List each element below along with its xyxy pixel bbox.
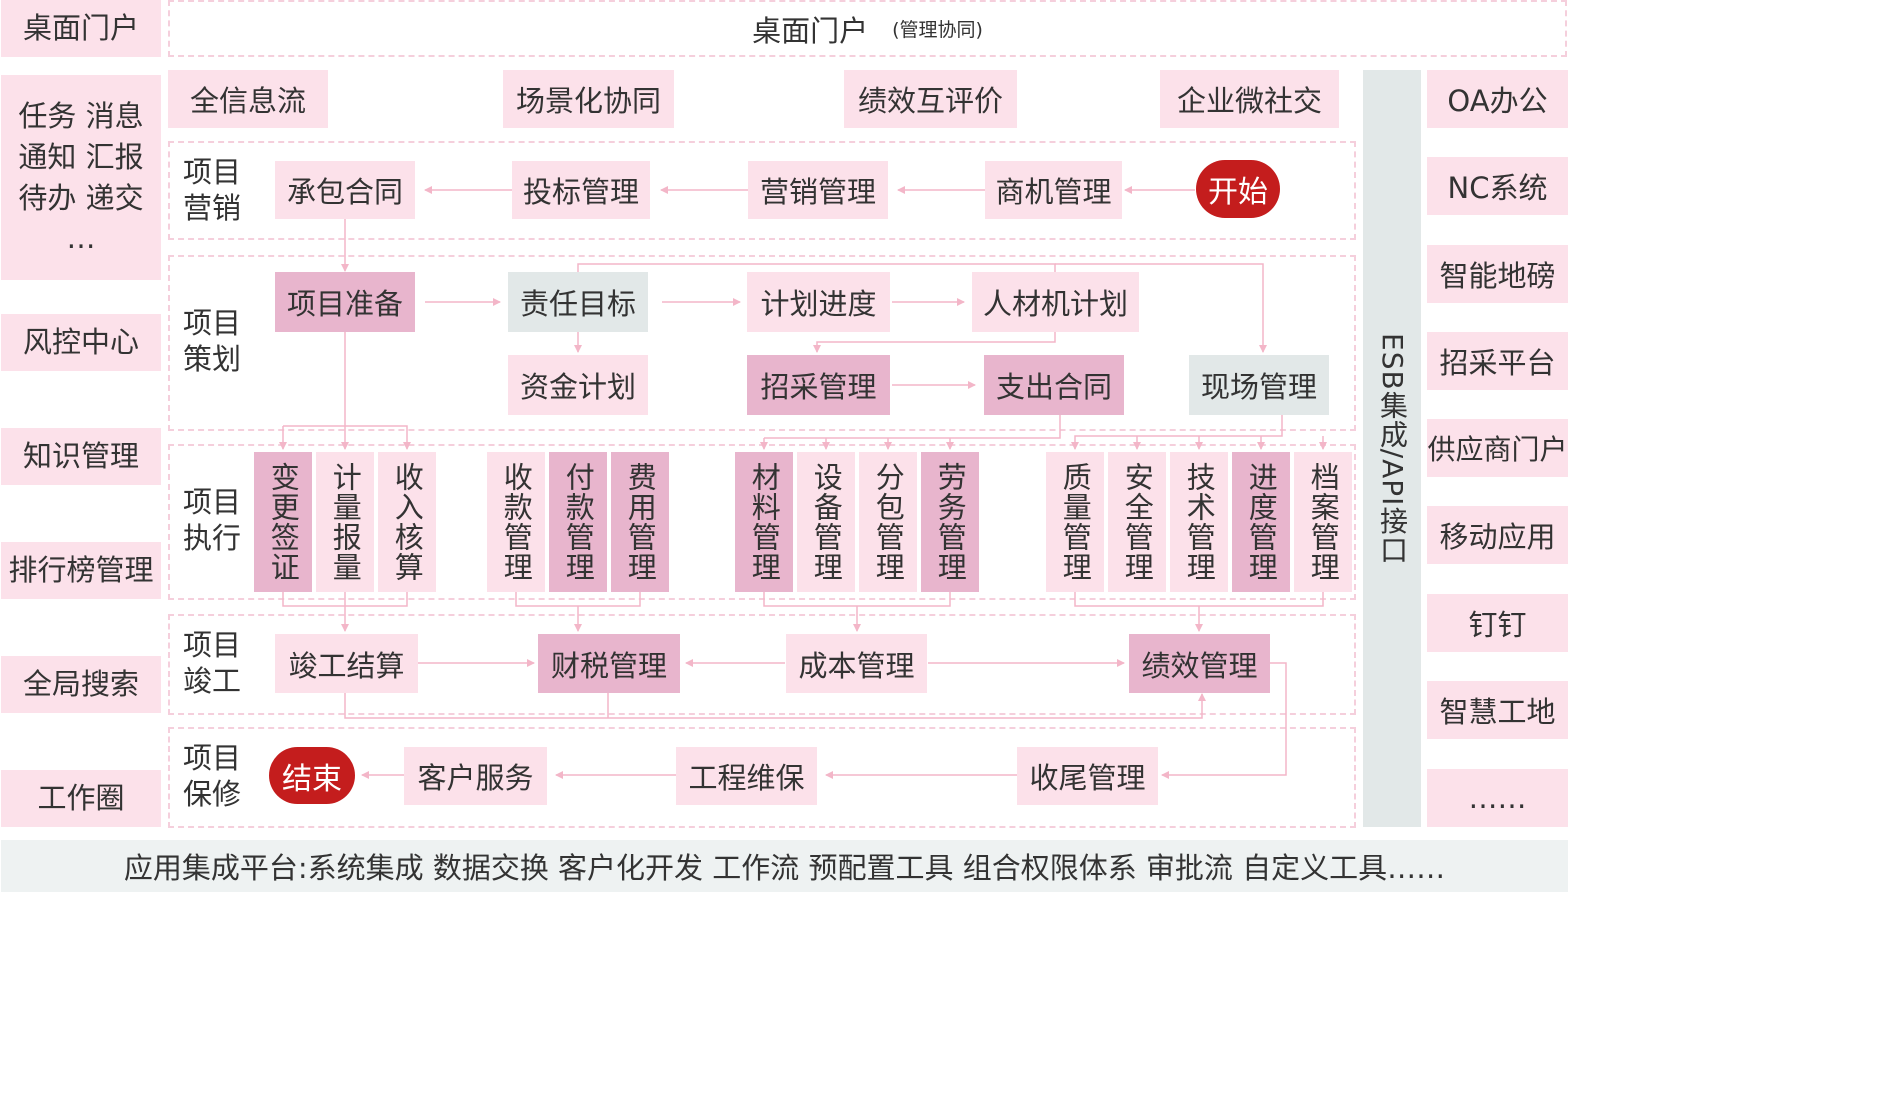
node-safety[interactable]: 安全管理 [1108, 452, 1166, 592]
stage-label-warranty: 项目 保修 [183, 740, 241, 812]
band-planning [168, 255, 1356, 431]
node-cost-fee[interactable]: 费用管理 [611, 452, 669, 592]
feature-enterprise-social[interactable]: 企业微社交 [1160, 70, 1339, 128]
right-nav-oa[interactable]: OA办公 [1427, 70, 1568, 128]
node-labor[interactable]: 劳务管理 [921, 452, 979, 592]
stage-label-line: 营销 [183, 191, 242, 225]
node-site[interactable]: 现场管理 [1189, 355, 1329, 415]
node-closing[interactable]: 收尾管理 [1017, 747, 1158, 805]
left-nav-desktop-portal[interactable]: 桌面门户 [1, 0, 161, 57]
node-target[interactable]: 责任目标 [508, 272, 648, 332]
stage-label-line: 项目 [183, 485, 242, 519]
right-nav-smart-site[interactable]: 智慧工地 [1427, 681, 1568, 739]
node-procure[interactable]: 招采管理 [747, 355, 890, 415]
header-band: 桌面门户 (管理协同) [168, 0, 1567, 57]
right-nav-more[interactable]: …… [1427, 769, 1568, 827]
node-performance[interactable]: 绩效管理 [1129, 634, 1270, 693]
feature-scene-collab[interactable]: 场景化协同 [503, 70, 674, 128]
connector-quality-perf [1074, 592, 1324, 607]
bottom-integration-bar: 应用集成平台:系统集成 数据交换 客户化开发 工作流 预配置工具 组合权限体系 … [1, 840, 1568, 892]
node-progress[interactable]: 进度管理 [1232, 452, 1290, 592]
header-title: 桌面门户 [752, 13, 869, 48]
node-quality[interactable]: 质量管理 [1046, 452, 1104, 592]
band-completion [168, 614, 1356, 715]
node-material[interactable]: 材料管理 [735, 452, 793, 592]
stage-label-line: 项目 [183, 155, 242, 189]
node-cost[interactable]: 成本管理 [786, 634, 927, 693]
node-resource[interactable]: 人材机计划 [972, 272, 1139, 332]
node-schedule[interactable]: 计划进度 [747, 272, 890, 332]
node-expense-contract[interactable]: 支出合同 [984, 355, 1124, 415]
feature-performance-review[interactable]: 绩效互评价 [844, 70, 1017, 128]
stage-label-marketing: 项目 营销 [183, 154, 241, 226]
node-payment[interactable]: 付款管理 [549, 452, 607, 592]
left-nav-line: 通知 汇报 [18, 139, 144, 174]
right-nav-mobile[interactable]: 移动应用 [1427, 506, 1568, 564]
stage-label-line: 保修 [183, 777, 242, 811]
node-maintenance[interactable]: 工程维保 [676, 747, 817, 805]
node-tax[interactable]: 财税管理 [538, 634, 680, 693]
node-income-check[interactable]: 收入核算 [378, 452, 436, 592]
node-contract[interactable]: 承包合同 [275, 161, 415, 219]
node-sales[interactable]: 营销管理 [748, 161, 888, 219]
node-change-visa[interactable]: 变更签证 [254, 452, 312, 592]
node-fund[interactable]: 资金计划 [508, 355, 648, 415]
connector-resources-cost [763, 592, 951, 607]
left-nav-work-circle[interactable]: 工作圈 [1, 770, 161, 827]
connector-prep-execution [344, 332, 411, 450]
left-nav-line: … [66, 221, 96, 256]
flow-connectors [279, 186, 1327, 779]
node-settlement[interactable]: 竣工结算 [275, 634, 418, 693]
left-nav-global-search[interactable]: 全局搜索 [1, 656, 161, 713]
left-nav-line: 任务 消息 [18, 99, 144, 134]
stage-label-line: 策划 [183, 342, 242, 376]
node-bidding[interactable]: 投标管理 [512, 161, 650, 219]
architecture-diagram: 桌面门户 任务 消息 通知 汇报 待办 递交 … 风控中心 知识管理 排行榜管理… [1, 0, 1568, 892]
node-subcontract[interactable]: 分包管理 [859, 452, 917, 592]
node-opportunity[interactable]: 商机管理 [985, 161, 1122, 219]
right-nav-procurement-platform[interactable]: 招采平台 [1427, 332, 1568, 390]
feature-info-flow[interactable]: 全信息流 [168, 70, 328, 128]
stage-label-planning: 项目 策划 [183, 305, 241, 377]
stage-label-completion: 项目 竣工 [183, 627, 241, 699]
connector-resource-procure [813, 332, 1056, 353]
node-end[interactable]: 结束 [269, 747, 355, 804]
left-nav-tasks-messages[interactable]: 任务 消息 通知 汇报 待办 递交 … [1, 75, 161, 280]
left-nav-line: 待办 递交 [18, 180, 144, 215]
stage-label-line: 项目 [183, 741, 242, 775]
node-customer[interactable]: 客户服务 [404, 747, 547, 805]
stage-label-line: 项目 [183, 306, 242, 340]
left-nav-ranking[interactable]: 排行榜管理 [1, 542, 161, 599]
stage-label-line: 执行 [183, 521, 242, 555]
header-subtitle: (管理协同) [892, 19, 983, 41]
connector-completion-loop [344, 693, 1206, 719]
left-nav-knowledge[interactable]: 知识管理 [1, 428, 161, 485]
node-technical[interactable]: 技术管理 [1170, 452, 1228, 592]
band-marketing [168, 141, 1356, 240]
node-prep[interactable]: 项目准备 [275, 272, 415, 332]
right-nav-supplier-portal[interactable]: 供应商门户 [1427, 419, 1568, 477]
esb-integration-bar[interactable]: ESB集成/API接口 [1363, 70, 1421, 827]
node-equipment[interactable]: 设备管理 [797, 452, 855, 592]
left-nav-risk-center[interactable]: 风控中心 [1, 314, 161, 371]
node-archive[interactable]: 档案管理 [1294, 452, 1352, 592]
connector-performance-closing [1161, 662, 1287, 779]
stage-label-line: 项目 [183, 628, 242, 662]
band-warranty [168, 727, 1356, 828]
node-start[interactable]: 开始 [1196, 160, 1280, 218]
right-nav-weighbridge[interactable]: 智能地磅 [1427, 245, 1568, 303]
right-nav-nc[interactable]: NC系统 [1427, 157, 1568, 215]
connector-finance-tax [515, 592, 641, 607]
node-receipt[interactable]: 收款管理 [487, 452, 545, 592]
node-measure[interactable]: 计量报量 [316, 452, 374, 592]
connector-resource-site [1055, 263, 1267, 353]
right-nav-dingtalk[interactable]: 钉钉 [1427, 594, 1568, 652]
stage-label-execution: 项目 执行 [183, 484, 241, 556]
stage-label-line: 竣工 [183, 664, 242, 698]
connector-site-execution [1071, 415, 1283, 450]
connector-expense-execution [764, 415, 1061, 439]
